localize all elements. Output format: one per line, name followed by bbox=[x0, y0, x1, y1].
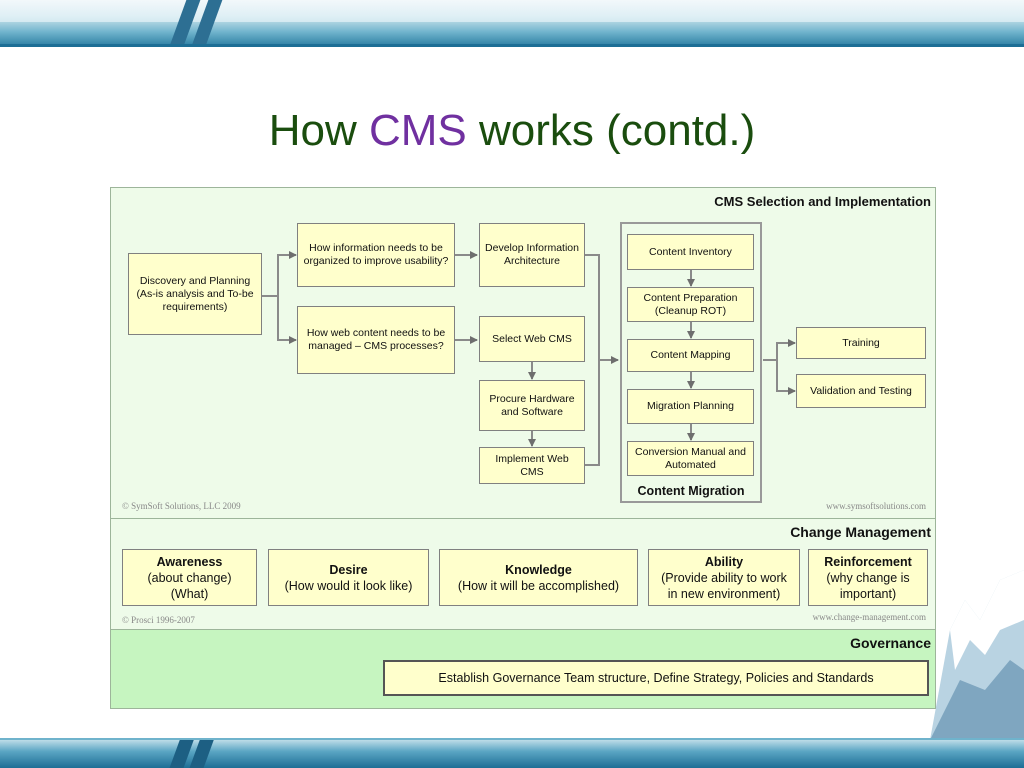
manage-question-box: How web content needs to be managed – CM… bbox=[297, 306, 455, 374]
header-rule bbox=[0, 44, 1024, 47]
awareness-box: Awareness (about change) (What) bbox=[122, 549, 257, 606]
reinforcement-title: Reinforcement bbox=[824, 554, 912, 569]
reinforcement-desc-2: important) bbox=[839, 586, 897, 601]
change-section-title: Change Management bbox=[790, 524, 931, 540]
migration-step: Conversion Manual and Automated bbox=[627, 441, 754, 476]
knowledge-desc: (How it will be accomplished) bbox=[457, 578, 620, 593]
change-management-url: www.change-management.com bbox=[812, 612, 926, 622]
cms-section-title: CMS Selection and Implementation bbox=[714, 194, 931, 209]
desire-box: Desire (How would it look like) bbox=[268, 549, 429, 606]
governance-section-title: Governance bbox=[850, 635, 931, 651]
validation-testing-box: Validation and Testing bbox=[796, 374, 926, 408]
develop-ia-box: Develop Information Architecture bbox=[479, 223, 585, 287]
symsoft-copyright: © SymSoft Solutions, LLC 2009 bbox=[122, 501, 241, 511]
organize-question-box: How information needs to be organized to… bbox=[297, 223, 455, 287]
prosci-copyright: © Prosci 1996-2007 bbox=[122, 615, 195, 625]
footer-rule bbox=[0, 738, 1024, 740]
migration-step: Content Preparation (Cleanup ROT) bbox=[627, 287, 754, 322]
mountain-decoration bbox=[930, 570, 1024, 740]
ability-desc: (Provide ability to work bbox=[661, 570, 787, 585]
symsoft-url: www.symsoftsolutions.com bbox=[826, 501, 926, 511]
ability-title: Ability bbox=[704, 554, 744, 569]
migration-step: Migration Planning bbox=[627, 389, 754, 424]
implement-cms-box: Implement Web CMS bbox=[479, 447, 585, 484]
governance-statement-box: Establish Governance Team structure, Def… bbox=[383, 660, 929, 696]
procure-box: Procure Hardware and Software bbox=[479, 380, 585, 431]
knowledge-title: Knowledge bbox=[505, 562, 572, 577]
migration-step: Content Inventory bbox=[627, 234, 754, 270]
content-migration-group bbox=[620, 222, 762, 503]
reinforcement-box: Reinforcement (why change is important) bbox=[808, 549, 928, 606]
discovery-planning-box: Discovery and Planning (As-is analysis a… bbox=[128, 253, 262, 335]
awareness-desc: (about change) bbox=[147, 570, 232, 585]
reinforcement-desc: (why change is bbox=[826, 570, 910, 585]
desire-title: Desire bbox=[329, 562, 368, 577]
awareness-desc-2: (What) bbox=[170, 586, 209, 601]
training-box: Training bbox=[796, 327, 926, 359]
ability-desc-2: in new environment) bbox=[667, 586, 781, 601]
header-highlight bbox=[0, 0, 1024, 22]
migration-step: Content Mapping bbox=[627, 339, 754, 372]
awareness-title: Awareness bbox=[156, 554, 223, 569]
ability-box: Ability (Provide ability to work in new … bbox=[648, 549, 800, 606]
content-migration-label: Content Migration bbox=[637, 484, 745, 498]
desire-desc: (How would it look like) bbox=[284, 578, 413, 593]
page-title: How CMS works (contd.) bbox=[268, 106, 756, 155]
select-cms-box: Select Web CMS bbox=[479, 316, 585, 362]
knowledge-box: Knowledge (How it will be accomplished) bbox=[439, 549, 638, 606]
